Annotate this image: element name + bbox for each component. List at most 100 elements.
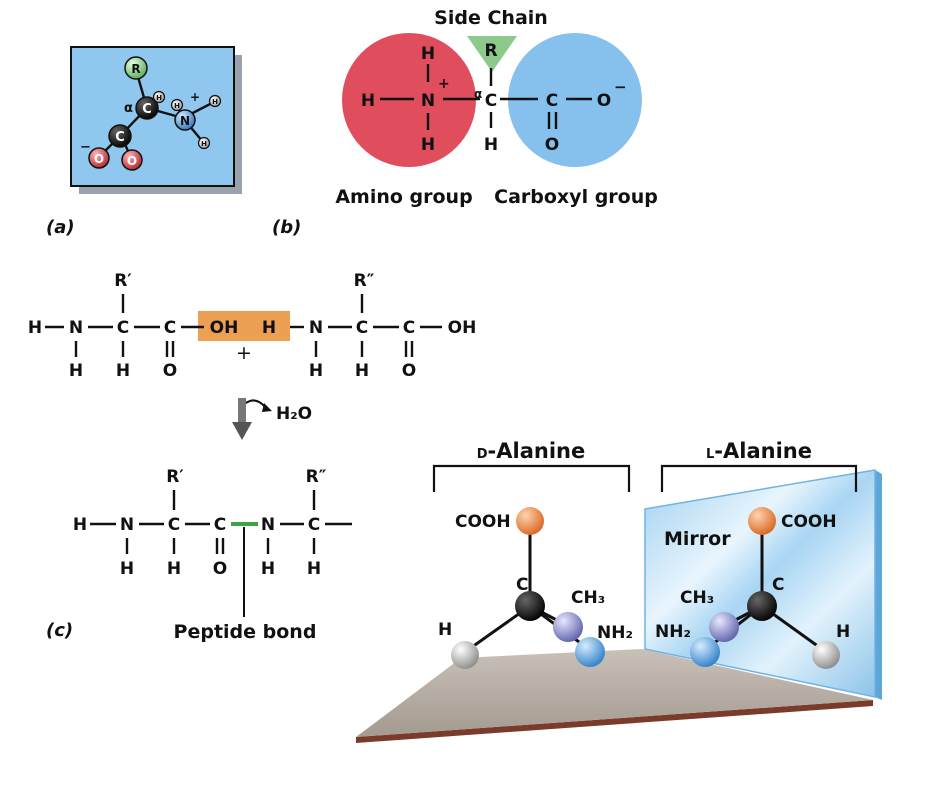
h-n3-label: H <box>201 140 207 148</box>
dp-r-double: R″ <box>306 467 327 487</box>
alpha-h: H <box>484 135 498 155</box>
oxygen-2-label: O <box>127 154 137 168</box>
r-group-label: R <box>131 62 140 76</box>
dp-c2-alpha: C <box>308 515 320 535</box>
d-ch3-atom <box>553 612 583 642</box>
m1-r-prime: R′ <box>114 271 132 291</box>
side-chain-r: R <box>484 41 497 61</box>
h-atom-alpha <box>152 90 166 104</box>
m2-oh: OH <box>448 318 477 338</box>
l-central-c-atom <box>747 591 777 621</box>
m2-r-double: R″ <box>354 271 375 291</box>
alpha-carbon-atom <box>135 96 159 120</box>
oxygen-atom-1 <box>88 147 110 169</box>
side-chain-triangle <box>467 36 517 72</box>
condensation-highlight <box>198 311 290 341</box>
oxygen-minus: − <box>80 140 91 155</box>
water-product: H₂O <box>276 404 312 424</box>
m2-n: N <box>309 318 323 338</box>
oxygen-atom-2 <box>121 149 143 171</box>
dp-c2-h: H <box>307 559 321 579</box>
m1-c-h: H <box>116 361 130 381</box>
panel-label-c: (c) <box>46 620 73 641</box>
m1-oh: OH <box>210 318 239 338</box>
m2-n-h: H <box>309 361 323 381</box>
m2-c-carboxyl: C <box>403 318 415 338</box>
side-chain-title: Side Chain <box>434 7 548 29</box>
oxygen-1-label: O <box>94 152 104 166</box>
floor-edge <box>356 700 873 743</box>
d-cooh-atom <box>516 507 544 535</box>
h-n2-label: H <box>212 98 218 106</box>
alpha-symbol: α <box>124 101 133 116</box>
panel-label-a: (a) <box>46 217 75 238</box>
m2-c-h: H <box>355 361 369 381</box>
amino-group-label: Amino group <box>335 186 472 208</box>
amino-h-bottom: H <box>421 135 435 155</box>
d-h-label: H <box>438 620 452 640</box>
d-central-c-atom <box>515 591 545 621</box>
carboxyl-group-label: Carboxyl group <box>494 186 658 208</box>
amino-plus: + <box>438 76 450 92</box>
mirror-label: Mirror <box>664 528 731 550</box>
amino-h-left: H <box>361 91 375 111</box>
l-cooh-label: COOH <box>781 512 837 532</box>
m1-h-left: H <box>28 318 42 338</box>
panel-label-b: (b) <box>272 217 301 238</box>
carboxyl-carbon-label: C <box>115 130 125 145</box>
dp-n1: N <box>120 515 134 535</box>
m1-o: O <box>163 361 177 381</box>
m1-n: N <box>69 318 83 338</box>
dp-r-prime: R′ <box>166 467 184 487</box>
l-bracket <box>660 464 858 492</box>
carboxyl-o-double: O <box>545 135 559 155</box>
m2-c-alpha: C <box>356 318 368 338</box>
floor <box>356 649 873 737</box>
l-h-label: H <box>836 622 850 642</box>
l-nh2-label: NH₂ <box>655 622 691 642</box>
panel-d-alanine: Mirror D-Alanine L-Alanine COOH C CH₃ NH… <box>356 439 882 743</box>
dp-c1-carboxyl: C <box>214 515 226 535</box>
peptide-bond-label: Peptide bond <box>174 621 317 643</box>
m2-o: O <box>402 361 416 381</box>
reaction-arrow-icon <box>232 398 272 440</box>
alpha-symbol-b: α <box>474 87 482 101</box>
amino-h-top: H <box>421 44 435 64</box>
r-group-atom <box>124 56 148 80</box>
h-alpha-label: H <box>156 94 162 102</box>
dp-c1-h: H <box>167 559 181 579</box>
nitrogen-atom <box>174 109 196 131</box>
amino-n: N <box>421 91 435 111</box>
h-atom-n3 <box>197 136 211 150</box>
mirror-side <box>875 470 882 700</box>
h-n1-label: H <box>174 102 180 110</box>
d-cooh-label: COOH <box>455 512 511 532</box>
alpha-carbon-label: C <box>142 102 152 117</box>
dp-n2-h: H <box>261 559 275 579</box>
carboxyl-c: C <box>546 91 558 111</box>
m1-c-carboxyl: C <box>164 318 176 338</box>
l-ch3-label: CH₃ <box>680 588 714 608</box>
nitrogen-plus: + <box>190 90 200 104</box>
nitrogen-label: N <box>180 114 190 128</box>
d-nh2-label: NH₂ <box>597 623 633 643</box>
dp-c1-alpha: C <box>168 515 180 535</box>
d-alanine-title: D-Alanine <box>477 439 585 463</box>
d-ch3-label: CH₃ <box>571 588 605 608</box>
l-h-atom <box>812 641 840 669</box>
m1-n-h: H <box>69 361 83 381</box>
dp-h-left: H <box>73 515 87 535</box>
l-cooh-atom <box>748 507 776 535</box>
d-h-atom <box>451 641 479 669</box>
dp-o: O <box>213 559 227 579</box>
panel-b-structure: Side Chain R C α H C O − O N + H H H Ami… <box>335 7 658 208</box>
l-alanine-title: L-Alanine <box>706 439 812 463</box>
carboxyl-minus: − <box>614 78 627 96</box>
d-nh2-atom <box>575 637 605 667</box>
l-ch3-atom <box>709 612 739 642</box>
dp-n2: N <box>261 515 275 535</box>
carboxyl-o-single: O <box>597 91 611 111</box>
plus-sign: + <box>236 342 252 364</box>
panel-c-reaction: H N H C R′ H C O OH + H N H C R″ H C O <box>28 271 476 643</box>
